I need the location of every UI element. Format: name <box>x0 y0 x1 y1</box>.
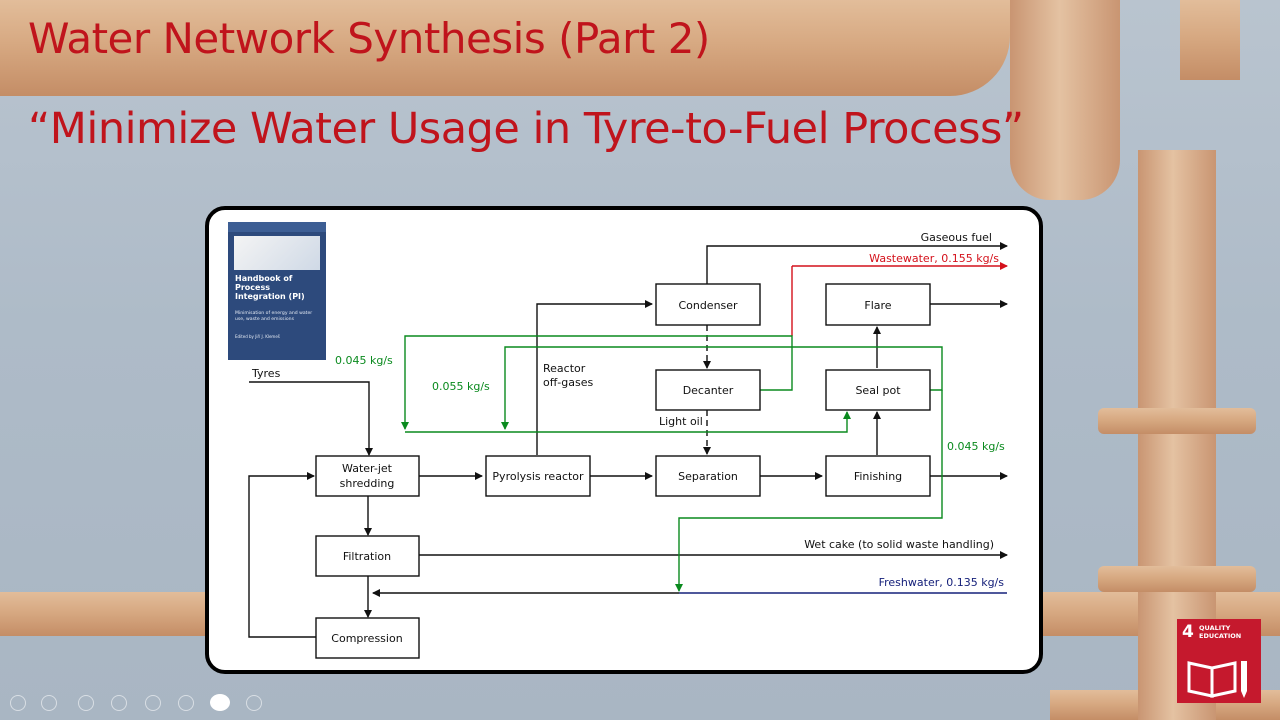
pyrolysis-reactor-label: Pyrolysis reactor <box>492 470 584 483</box>
finishing-box <box>825 455 931 497</box>
separation-label: Separation <box>678 470 738 483</box>
gaseous-fuel-label: Gaseous fuel <box>921 231 992 244</box>
decanter-label: Decanter <box>683 384 734 397</box>
book-subtitle: Minimisation of energy and water use, wa… <box>235 311 313 322</box>
compression-recycle-stream <box>248 472 316 638</box>
sdg-number: 4 <box>1182 622 1194 642</box>
reactor-offgas-stream <box>536 300 653 455</box>
pipe-top-right <box>1180 0 1240 80</box>
condenser-box <box>655 283 761 326</box>
sealpot-feed-stream <box>405 411 851 433</box>
book-cover-image <box>234 236 320 270</box>
filtration-label: Filtration <box>343 550 391 563</box>
seal-pot-label: Seal pot <box>855 384 901 397</box>
condenser-label: Condenser <box>678 299 738 312</box>
next-slide-icon[interactable] <box>41 695 57 711</box>
compression-label: Compression <box>331 632 402 645</box>
book-pencil-icon <box>1187 661 1247 698</box>
seal-pot-box <box>825 369 931 411</box>
flare-label: Flare <box>864 299 891 312</box>
pipe-elbow <box>1010 0 1120 200</box>
flow-label-0045-a: 0.045 kg/s <box>335 354 393 367</box>
reactor-offgases-label-line2: off-gases <box>543 376 593 389</box>
separation-box <box>655 455 761 497</box>
subtitles-icon[interactable] <box>178 695 194 711</box>
tyres-stream <box>249 381 373 456</box>
zoom-icon[interactable] <box>145 695 161 711</box>
tyres-label: Tyres <box>251 367 281 380</box>
sdg-quality-education-badge: 4 QUALITY EDUCATION <box>1177 619 1261 703</box>
pyrolysis-reactor-box <box>485 455 591 497</box>
book-title: Handbook of Process Integration (PI) <box>235 274 305 301</box>
recycle-0055-stream <box>501 346 943 430</box>
flow-label-0055: 0.055 kg/s <box>432 380 490 393</box>
light-oil-label: Light oil <box>659 415 703 428</box>
compression-box <box>315 617 420 659</box>
slides-grid-icon[interactable] <box>111 695 127 711</box>
book-cover-band <box>228 222 326 232</box>
book-cover: Handbook of Process Integration (PI) Min… <box>228 222 326 360</box>
camera-icon[interactable] <box>210 694 230 711</box>
process-flow-diagram: Water-jet shredding Filtration Compressi… <box>248 231 1008 659</box>
pipe-collar <box>1098 408 1256 434</box>
more-options-icon[interactable] <box>246 695 262 711</box>
slide-title: Water Network Synthesis (Part 2) <box>28 14 710 63</box>
horizontal-pipe-upper <box>0 0 1010 96</box>
reactor-offgases-label-line1: Reactor <box>543 362 586 375</box>
water-jet-label-line1: Water-jet <box>342 462 393 475</box>
pen-tool-icon[interactable] <box>78 695 94 711</box>
wastewater-label: Wastewater, 0.155 kg/s <box>869 252 999 265</box>
finishing-label: Finishing <box>854 470 902 483</box>
gaseous-fuel-stream <box>706 242 1008 284</box>
previous-slide-icon[interactable] <box>10 695 26 711</box>
water-jet-shredding-box <box>315 455 420 497</box>
pipe-collar-lower <box>1098 566 1256 592</box>
flow-label-0045-c: 0.045 kg/s <box>947 440 1005 453</box>
water-jet-label-line2: shredding <box>340 477 395 490</box>
recycle-0045-a-stream <box>401 335 793 430</box>
recycle-0045-c-stream <box>675 390 943 592</box>
diagram-panel: Handbook of Process Integration (PI) Min… <box>205 206 1043 674</box>
filtration-box <box>315 535 420 577</box>
freshwater-label: Freshwater, 0.135 kg/s <box>879 576 1005 589</box>
book-editor: Edited by Jiří J. Klemeš <box>235 334 280 339</box>
flare-box <box>825 283 931 326</box>
decanter-box <box>655 369 761 411</box>
sdg-text: QUALITY EDUCATION <box>1199 624 1242 640</box>
wet-cake-label: Wet cake (to solid waste handling) <box>804 538 994 551</box>
slide-subtitle: “Minimize Water Usage in Tyre-to-Fuel Pr… <box>28 104 1024 154</box>
